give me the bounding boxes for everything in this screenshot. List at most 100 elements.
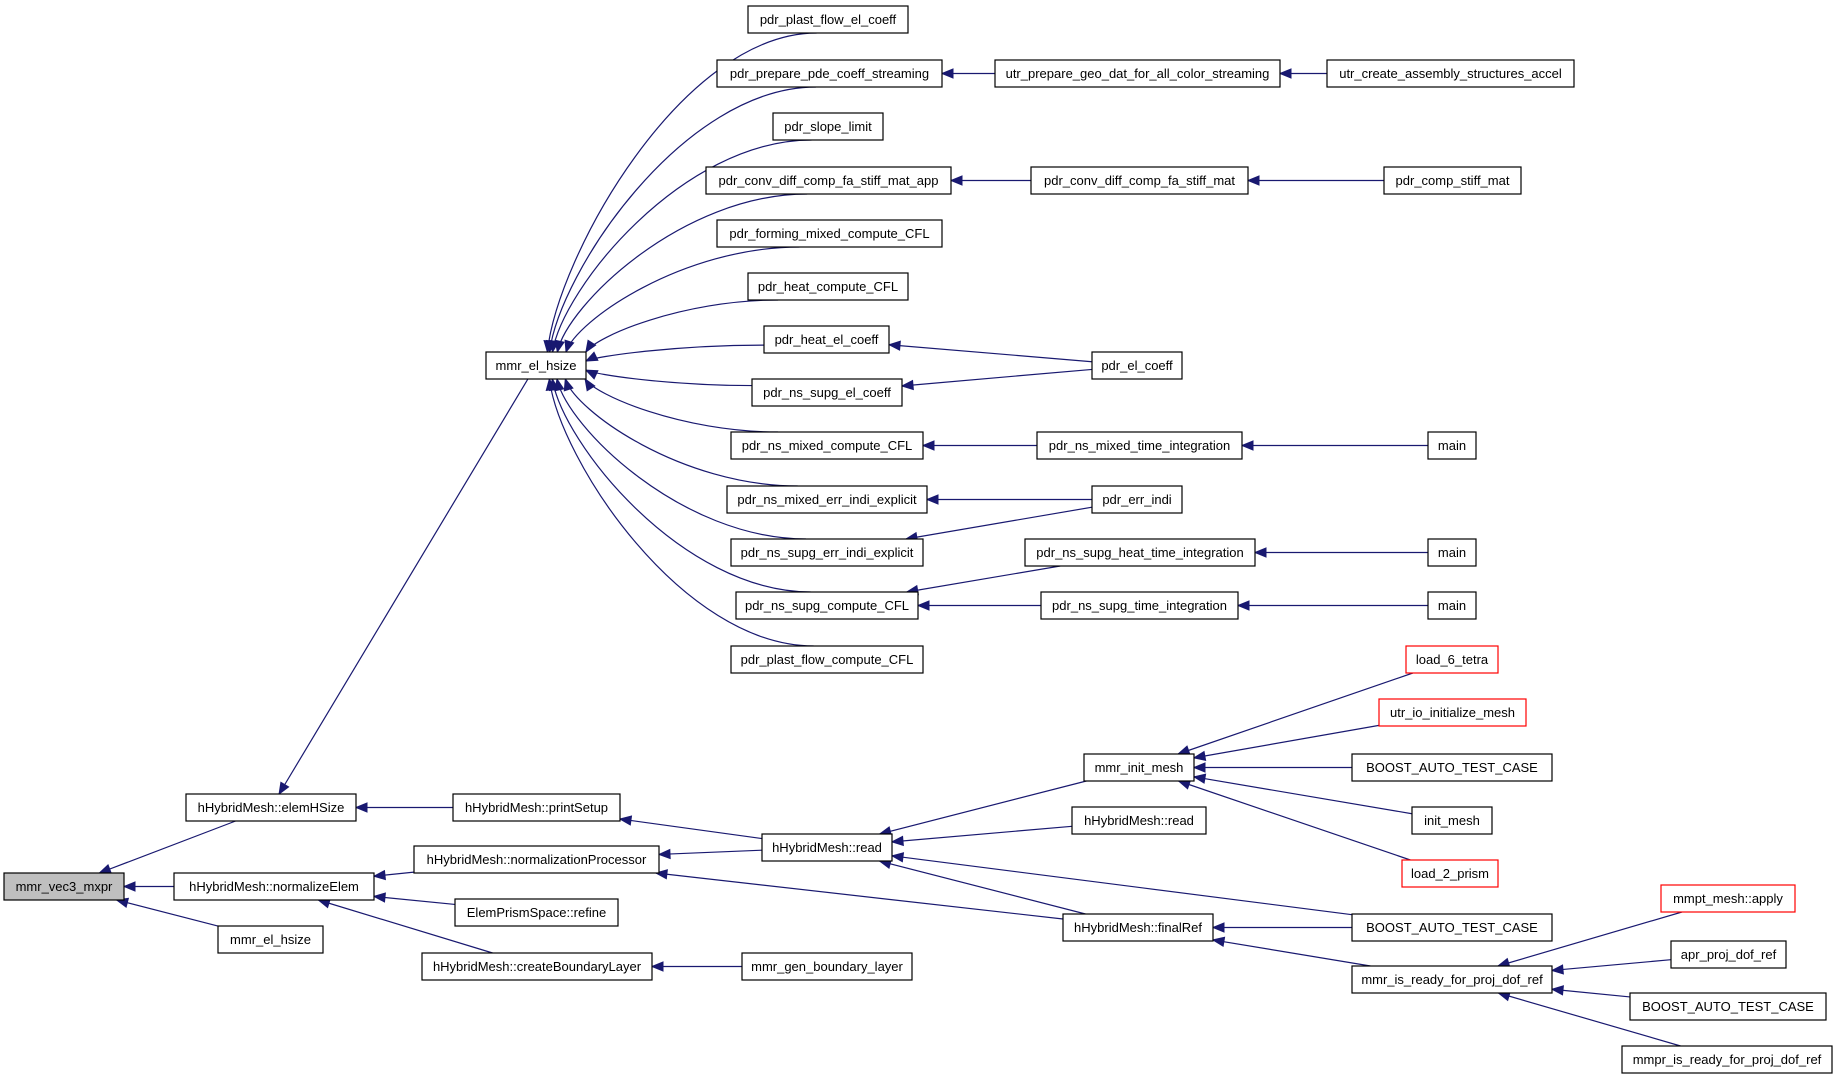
- graph-node-n43[interactable]: load_2_prism: [1401, 859, 1499, 888]
- graph-node-n8[interactable]: hHybridMesh::createBoundaryLayer: [421, 952, 653, 981]
- node-box[interactable]: [1326, 59, 1575, 88]
- graph-node-n7[interactable]: ElemPrismSpace::refine: [454, 898, 619, 927]
- graph-node-n1[interactable]: hHybridMesh::elemHSize: [185, 793, 357, 822]
- graph-node-n24[interactable]: utr_prepare_geo_dat_for_all_color_stream…: [994, 59, 1281, 88]
- graph-node-n39[interactable]: load_6_tetra: [1405, 645, 1499, 674]
- node-box[interactable]: [1062, 913, 1214, 942]
- graph-node-n10[interactable]: pdr_prepare_pde_coeff_streaming: [716, 59, 943, 88]
- node-box[interactable]: [1040, 591, 1239, 620]
- graph-node-n32[interactable]: utr_create_assembly_structures_accel: [1326, 59, 1575, 88]
- node-box[interactable]: [452, 793, 621, 822]
- graph-node-n12[interactable]: pdr_conv_diff_comp_fa_stiff_mat_app: [705, 166, 952, 195]
- node-box[interactable]: [730, 538, 924, 567]
- graph-node-n47[interactable]: apr_proj_dof_ref: [1670, 940, 1787, 969]
- node-box[interactable]: [761, 833, 893, 862]
- graph-node-n28[interactable]: pdr_ns_supg_time_integration: [1040, 591, 1239, 620]
- graph-node-n33[interactable]: pdr_comp_stiff_mat: [1383, 166, 1522, 195]
- node-box[interactable]: [1351, 965, 1553, 994]
- graph-node-n11[interactable]: pdr_slope_limit: [772, 112, 884, 141]
- graph-node-n14[interactable]: pdr_heat_compute_CFL: [747, 272, 909, 301]
- node-box[interactable]: [217, 925, 324, 954]
- graph-node-n37[interactable]: main: [1427, 538, 1477, 567]
- graph-node-n0[interactable]: mmr_vec3_mxpr: [3, 872, 125, 901]
- node-box[interactable]: [1427, 431, 1477, 460]
- node-box[interactable]: [1091, 351, 1183, 380]
- graph-node-n5[interactable]: hHybridMesh::printSetup: [452, 793, 621, 822]
- graph-node-n6[interactable]: hHybridMesh::normalizationProcessor: [413, 845, 660, 874]
- graph-node-n26[interactable]: pdr_ns_mixed_time_integration: [1036, 431, 1243, 460]
- node-box[interactable]: [173, 872, 375, 901]
- node-box[interactable]: [3, 872, 125, 901]
- graph-node-n9[interactable]: pdr_plast_flow_el_coeff: [747, 5, 909, 34]
- node-box[interactable]: [1427, 591, 1477, 620]
- node-box[interactable]: [413, 845, 660, 874]
- graph-node-n2[interactable]: hHybridMesh::normalizeElem: [173, 872, 375, 901]
- graph-node-n25[interactable]: pdr_conv_diff_comp_fa_stiff_mat: [1030, 166, 1249, 195]
- graph-node-n18[interactable]: pdr_ns_mixed_err_indi_explicit: [726, 485, 928, 514]
- graph-node-n46[interactable]: mmpt_mesh::apply: [1660, 884, 1796, 913]
- graph-node-n38[interactable]: main: [1427, 591, 1477, 620]
- node-box[interactable]: [747, 272, 909, 301]
- graph-node-n19[interactable]: pdr_ns_supg_err_indi_explicit: [730, 538, 924, 567]
- node-box[interactable]: [716, 59, 943, 88]
- graph-node-n3[interactable]: mmr_el_hsize: [217, 925, 324, 954]
- graph-node-n34[interactable]: pdr_el_coeff: [1091, 351, 1183, 380]
- graph-node-n13[interactable]: pdr_forming_mixed_compute_CFL: [716, 219, 943, 248]
- node-box[interactable]: [1621, 1045, 1833, 1074]
- graph-node-n23[interactable]: mmr_gen_boundary_layer: [741, 952, 913, 981]
- node-box[interactable]: [747, 5, 909, 34]
- node-box[interactable]: [485, 351, 587, 380]
- node-box[interactable]: [1670, 940, 1787, 969]
- graph-node-n16[interactable]: pdr_ns_supg_el_coeff: [751, 378, 903, 407]
- graph-node-n21[interactable]: pdr_plast_flow_compute_CFL: [730, 645, 924, 674]
- node-box[interactable]: [1405, 645, 1499, 674]
- node-box[interactable]: [1629, 992, 1827, 1021]
- graph-node-n36[interactable]: pdr_err_indi: [1091, 485, 1183, 514]
- node-box[interactable]: [1383, 166, 1522, 195]
- graph-node-n22[interactable]: hHybridMesh::read: [761, 833, 893, 862]
- graph-node-n44[interactable]: BOOST_AUTO_TEST_CASE: [1351, 913, 1553, 942]
- graph-node-n20[interactable]: pdr_ns_supg_compute_CFL: [735, 591, 919, 620]
- node-box[interactable]: [1351, 913, 1553, 942]
- node-box[interactable]: [726, 485, 928, 514]
- node-box[interactable]: [1024, 538, 1256, 567]
- node-box[interactable]: [772, 112, 884, 141]
- node-box[interactable]: [994, 59, 1281, 88]
- node-box[interactable]: [1091, 485, 1183, 514]
- graph-node-n17[interactable]: pdr_ns_mixed_compute_CFL: [730, 431, 924, 460]
- node-box[interactable]: [1071, 806, 1207, 835]
- node-box[interactable]: [1411, 806, 1493, 835]
- graph-node-n27[interactable]: pdr_ns_supg_heat_time_integration: [1024, 538, 1256, 567]
- node-box[interactable]: [1036, 431, 1243, 460]
- node-box[interactable]: [730, 645, 924, 674]
- graph-node-n48[interactable]: BOOST_AUTO_TEST_CASE: [1629, 992, 1827, 1021]
- node-box[interactable]: [741, 952, 913, 981]
- graph-node-n49[interactable]: mmpr_is_ready_for_proj_dof_ref: [1621, 1045, 1833, 1074]
- node-box[interactable]: [751, 378, 903, 407]
- node-box[interactable]: [1427, 538, 1477, 567]
- node-box[interactable]: [763, 325, 890, 354]
- node-box[interactable]: [1401, 859, 1499, 888]
- graph-node-n40[interactable]: utr_io_initialize_mesh: [1378, 698, 1527, 727]
- graph-node-n41[interactable]: BOOST_AUTO_TEST_CASE: [1351, 753, 1553, 782]
- node-box[interactable]: [716, 219, 943, 248]
- node-box[interactable]: [454, 898, 619, 927]
- graph-node-n31[interactable]: hHybridMesh::finalRef: [1062, 913, 1214, 942]
- graph-node-n15[interactable]: pdr_heat_el_coeff: [763, 325, 890, 354]
- node-box[interactable]: [1660, 884, 1796, 913]
- graph-node-n30[interactable]: hHybridMesh::read: [1071, 806, 1207, 835]
- node-box[interactable]: [705, 166, 952, 195]
- graph-node-n4[interactable]: mmr_el_hsize: [485, 351, 587, 380]
- graph-node-n29[interactable]: mmr_init_mesh: [1083, 753, 1195, 782]
- node-box[interactable]: [185, 793, 357, 822]
- graph-node-n42[interactable]: init_mesh: [1411, 806, 1493, 835]
- node-box[interactable]: [730, 431, 924, 460]
- graph-node-n45[interactable]: mmr_is_ready_for_proj_dof_ref: [1351, 965, 1553, 994]
- node-box[interactable]: [1030, 166, 1249, 195]
- node-box[interactable]: [1378, 698, 1527, 727]
- graph-node-n35[interactable]: main: [1427, 431, 1477, 460]
- node-box[interactable]: [1083, 753, 1195, 782]
- node-box[interactable]: [421, 952, 653, 981]
- node-box[interactable]: [735, 591, 919, 620]
- node-box[interactable]: [1351, 753, 1553, 782]
